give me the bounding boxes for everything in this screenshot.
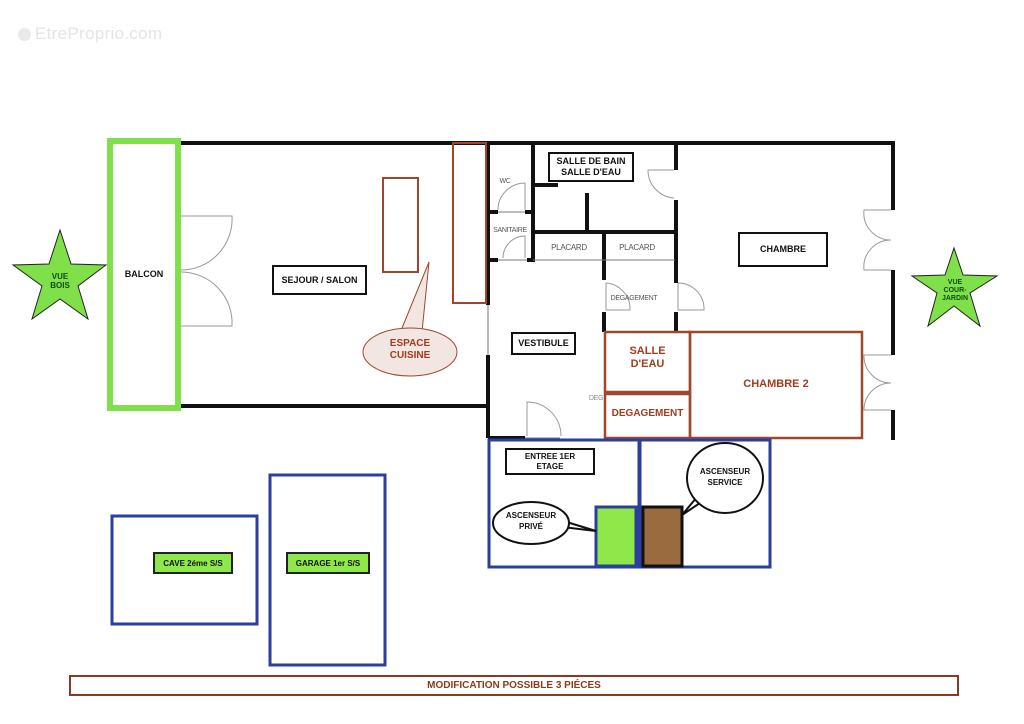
- view-left-label: VUE BOIS: [45, 272, 75, 290]
- room-garage: GARAGE 1er S/S: [286, 552, 370, 574]
- espace-cuisine-callout: [362, 261, 458, 377]
- thin-lines: [487, 211, 675, 439]
- room-sanitaire: SANITAIRE: [493, 227, 527, 234]
- watermark-text: EtreProprio.com: [35, 24, 163, 43]
- lift-service-line2: SERVICE: [707, 478, 743, 487]
- lift-private: [594, 505, 638, 568]
- view-left-line2: BOIS: [50, 281, 70, 290]
- view-right-line3: JARDIN: [941, 295, 969, 302]
- copyright-icon: [18, 27, 31, 41]
- room-placard-2: PLACARD: [619, 243, 655, 252]
- room-salle-eau: SALLE D'EAU: [607, 345, 688, 371]
- room-degagement: DEGAGEMENT: [611, 408, 684, 419]
- view-right-label: VUE COUR- JARDIN: [937, 279, 973, 303]
- lift-private-label: ASCENSEUR PRIVÉ: [495, 510, 567, 532]
- entree-line1: ENTREE 1ER: [524, 451, 576, 461]
- view-right-line1: VUE: [947, 279, 963, 286]
- room-placard-1: PLACARD: [551, 243, 587, 252]
- room-deg-partial: DEG: [588, 395, 604, 402]
- lift-private-line2: PRIVÉ: [518, 522, 543, 531]
- salle-de-bain-line2: SALLE D'EAU: [561, 167, 621, 177]
- star-left: [11, 228, 108, 321]
- view-right-line2: COUR-: [943, 287, 967, 294]
- lift-bubbles: [492, 442, 764, 545]
- watermark: EtreProprio.com: [18, 24, 162, 44]
- room-chambre-2: CHAMBRE 2: [743, 378, 809, 390]
- salle-de-bain-line1: SALLE DE BAIN: [556, 156, 626, 166]
- proposed-rooms: [603, 330, 864, 440]
- room-vestibule: VESTIBULE: [511, 332, 576, 355]
- espace-cuisine-line1: ESPACE: [389, 338, 431, 349]
- entrance-annex: [487, 438, 772, 569]
- lift-private-line1: ASCENSEUR: [505, 511, 557, 520]
- espace-cuisine-line2: CUISINE: [389, 350, 431, 361]
- doors: [180, 169, 892, 437]
- walls: [178, 141, 895, 440]
- lift-service-label: ASCENSEUR SERVICE: [689, 466, 761, 488]
- room-cave: CAVE 2éme S/S: [153, 552, 233, 574]
- room-espace-cuisine: ESPACE CUISINE: [368, 338, 452, 362]
- star-right: [910, 246, 999, 328]
- balcon-outline: [107, 138, 181, 411]
- lift-service-line1: ASCENSEUR: [699, 467, 751, 476]
- room-salle-de-bain: SALLE DE BAIN SALLE D'EAU: [548, 152, 634, 182]
- entree-line2: ETAGE: [536, 461, 564, 471]
- room-chambre: CHAMBRE: [738, 232, 828, 267]
- room-balcon: BALCON: [124, 269, 164, 279]
- salle-eau-line1: SALLE: [629, 345, 666, 357]
- room-sejour: SEJOUR / SALON: [272, 265, 367, 295]
- lift-service: [641, 505, 684, 568]
- view-left-line1: VUE: [51, 272, 69, 281]
- modification-banner: MODIFICATION POSSIBLE 3 PIÉCES: [69, 675, 959, 696]
- room-degagement-small: DEGAGEMENT: [610, 295, 658, 302]
- cellar-garage: [110, 473, 387, 667]
- room-wc: WC: [499, 178, 511, 185]
- room-entree: ENTREE 1ER ETAGE: [505, 448, 595, 475]
- salle-eau-line2: D'EAU: [630, 358, 665, 370]
- kitchen-furniture: [382, 142, 487, 304]
